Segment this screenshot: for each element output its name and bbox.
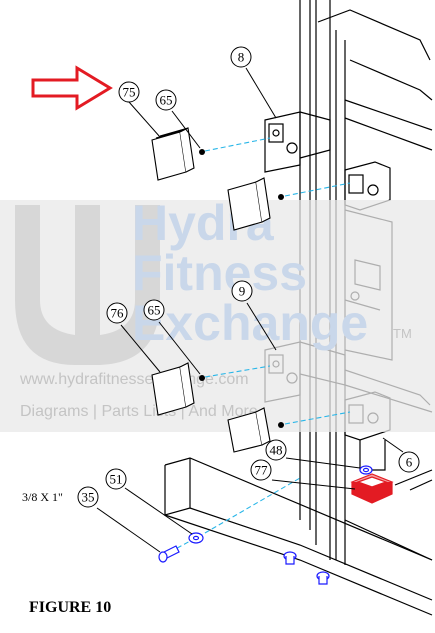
plug-dot-lower bbox=[199, 375, 205, 381]
callout-65-lower: 65 bbox=[143, 299, 165, 321]
callout-51: 51 bbox=[105, 468, 127, 490]
svg-text:6: 6 bbox=[406, 455, 413, 470]
plug-dot-upper-mid bbox=[278, 194, 284, 200]
svg-text:65: 65 bbox=[148, 303, 161, 318]
callout-77: 77 bbox=[250, 459, 272, 481]
watermark-tagline: Diagrams | Parts Lists | And More bbox=[20, 403, 258, 420]
end-cap-lower-left bbox=[151, 362, 195, 416]
callout-9: 9 bbox=[231, 280, 253, 302]
bolt-icon bbox=[158, 545, 180, 563]
highlighted-end-cap-part-77 bbox=[350, 473, 394, 504]
svg-text:65: 65 bbox=[160, 93, 173, 108]
plug-dot-upper bbox=[199, 149, 205, 155]
end-cap-upper-mid bbox=[227, 177, 271, 231]
watermark-brand-line3: Exchange bbox=[132, 295, 368, 351]
watermark: Hydra Fitness Exchange TM www.hydrafitne… bbox=[0, 195, 435, 432]
svg-text:76: 76 bbox=[111, 306, 125, 321]
watermark-trademark: TM bbox=[393, 326, 412, 341]
svg-text:75: 75 bbox=[123, 85, 136, 100]
svg-text:8: 8 bbox=[238, 50, 245, 65]
svg-text:35: 35 bbox=[82, 490, 95, 505]
watermark-url: www.hydrafitnessexchange.com bbox=[19, 371, 249, 388]
callout-8: 8 bbox=[230, 46, 252, 68]
callout-35: 35 bbox=[77, 486, 99, 508]
callout-65-upper: 65 bbox=[155, 89, 177, 111]
callout-48: 48 bbox=[265, 439, 287, 461]
bolt-head-icon bbox=[283, 551, 330, 585]
indicator-arrow-icon bbox=[31, 65, 113, 111]
hardware-parts bbox=[158, 465, 373, 585]
svg-text:51: 51 bbox=[110, 472, 123, 487]
callout-75: 75 bbox=[118, 81, 140, 103]
brand-logo-mark bbox=[15, 205, 160, 365]
callout-leaders bbox=[96, 67, 404, 553]
watermark-brand-line2: Fitness bbox=[132, 245, 307, 301]
callout-76: 76 bbox=[106, 302, 128, 324]
plug-dot-lower-mid bbox=[278, 422, 284, 428]
end-cap-lower-mid bbox=[227, 407, 271, 453]
svg-text:48: 48 bbox=[270, 443, 283, 458]
end-cap-upper-left bbox=[151, 127, 195, 181]
callout-6: 6 bbox=[398, 451, 420, 473]
svg-text:9: 9 bbox=[239, 284, 246, 299]
figure-title: FIGURE 10 bbox=[29, 599, 111, 616]
svg-text:77: 77 bbox=[255, 463, 269, 478]
bolt-size-note: 3/8 X 1" bbox=[22, 490, 63, 504]
